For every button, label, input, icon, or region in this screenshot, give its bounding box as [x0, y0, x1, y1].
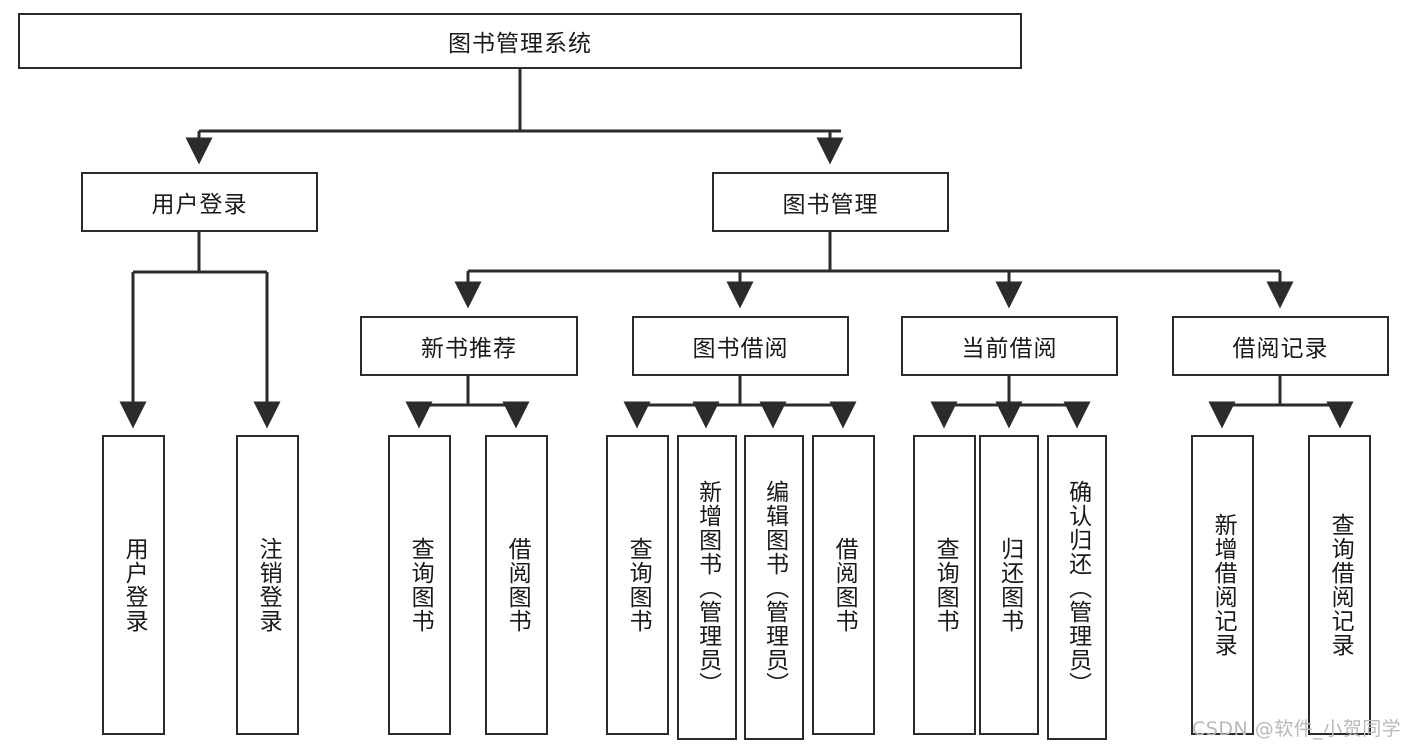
leaf-borrow-edit-book-admin[interactable]: 编辑图书（管理员） — [744, 435, 804, 740]
leaf-label: 查询借阅记录 — [1327, 513, 1354, 657]
leaf-records-query-record[interactable]: 查询借阅记录 — [1308, 435, 1371, 735]
leaf-user-login-signout[interactable]: 注销登录 — [236, 435, 299, 735]
leaf-borrow-query-book[interactable]: 查询图书 — [606, 435, 669, 735]
leaf-label: 查询图书 — [625, 537, 652, 633]
node-new-book-recommend[interactable]: 新书推荐 — [360, 316, 578, 376]
leaf-current-return-book[interactable]: 归还图书 — [979, 435, 1039, 735]
leaf-label: 注销登录 — [255, 537, 282, 633]
leaf-label: 编辑图书（管理员） — [761, 479, 788, 696]
leaf-borrow-add-book-admin[interactable]: 新增图书（管理员） — [677, 435, 737, 740]
leaf-label: 查询图书 — [932, 537, 959, 633]
leaf-label: 新增图书（管理员） — [694, 479, 721, 696]
node-borrow-records[interactable]: 借阅记录 — [1172, 316, 1389, 376]
leaf-borrow-borrow-book[interactable]: 借阅图书 — [812, 435, 875, 735]
leaf-current-query-book[interactable]: 查询图书 — [913, 435, 976, 735]
watermark-text: CSDN @软件_小贺同学 — [1192, 718, 1402, 740]
leaf-current-confirm-return-admin[interactable]: 确认归还（管理员） — [1047, 435, 1107, 740]
leaf-recommend-borrow-book[interactable]: 借阅图书 — [485, 435, 548, 735]
node-root-system[interactable]: 图书管理系统 — [18, 13, 1022, 69]
leaf-label: 用户登录 — [121, 537, 148, 633]
leaf-records-add-record[interactable]: 新增借阅记录 — [1191, 435, 1254, 735]
leaf-recommend-query-book[interactable]: 查询图书 — [388, 435, 451, 735]
leaf-label: 借阅图书 — [831, 537, 858, 633]
node-book-borrow[interactable]: 图书借阅 — [632, 316, 849, 376]
leaf-label: 确认归还（管理员） — [1064, 479, 1091, 696]
leaf-label: 借阅图书 — [504, 537, 531, 633]
node-book-management[interactable]: 图书管理 — [712, 172, 949, 232]
leaf-label: 新增借阅记录 — [1210, 513, 1237, 657]
leaf-label: 查询图书 — [407, 537, 434, 633]
node-user-login[interactable]: 用户登录 — [81, 172, 318, 232]
leaf-user-login-signin[interactable]: 用户登录 — [102, 435, 165, 735]
leaf-label: 归还图书 — [996, 537, 1023, 633]
node-current-borrow[interactable]: 当前借阅 — [901, 316, 1118, 376]
